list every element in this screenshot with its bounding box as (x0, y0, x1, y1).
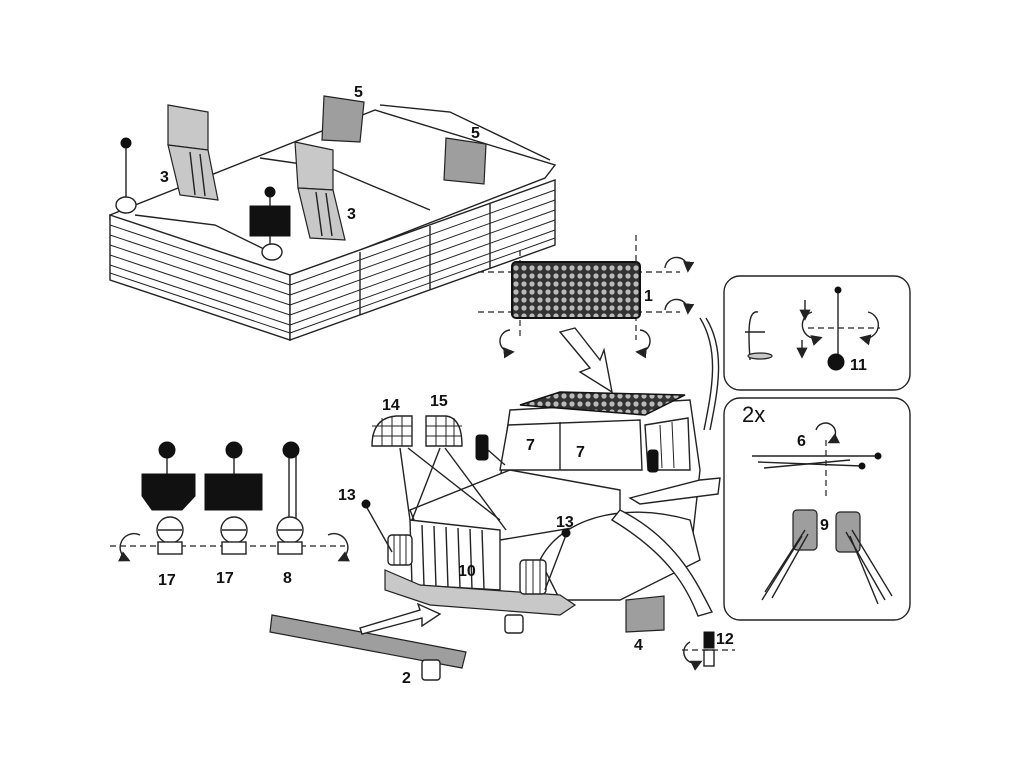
label-part-8: 8 (283, 570, 292, 587)
truck-cab (361, 391, 701, 634)
label-part-7-left: 7 (526, 437, 535, 454)
label-part-5-right: 5 (471, 125, 480, 142)
grille-14 (371, 415, 413, 447)
label-part-9: 9 (820, 517, 829, 534)
label-part-11: 11 (850, 357, 867, 374)
label-part-12: 12 (716, 631, 734, 648)
assembly-arrow-icon (628, 477, 721, 505)
label-part-17-left: 17 (158, 572, 176, 589)
label-part-7-right: 7 (576, 444, 585, 461)
label-part-10: 10 (458, 563, 476, 580)
bed-lamp-center (249, 186, 291, 261)
seat-back-5-left (321, 95, 365, 143)
quantity-label: 2x (742, 402, 765, 427)
bed-lamp-left (115, 137, 137, 214)
panel-part-11 (723, 275, 911, 391)
label-part-13-right: 13 (556, 514, 574, 531)
lamp-group (110, 441, 350, 562)
grille-15 (425, 415, 463, 447)
part-12 (682, 631, 735, 671)
label-part-2: 2 (402, 670, 411, 687)
assembly-arrow-icon (610, 509, 714, 617)
label-part-1: 1 (644, 288, 653, 305)
label-part-13-left: 13 (338, 487, 356, 504)
label-part-17-right: 17 (216, 570, 234, 587)
bumper-bar-2 (269, 602, 467, 681)
part-labels: 1 2 3 3 4 5 5 6 7 7 8 9 10 11 12 13 13 1… (158, 84, 867, 687)
label-part-3-left: 3 (160, 169, 169, 186)
label-part-4: 4 (634, 637, 643, 654)
seat-back-5-right (443, 137, 487, 185)
label-part-6: 6 (797, 433, 806, 450)
panel-parts-6-9 (723, 397, 911, 621)
seat-3-left (167, 104, 219, 201)
label-part-15: 15 (430, 393, 448, 410)
label-part-14: 14 (382, 397, 400, 414)
label-part-3-right: 3 (347, 206, 356, 223)
roof-rack-1 (478, 235, 695, 394)
seat-3-right (294, 141, 346, 241)
label-part-5-left: 5 (354, 84, 363, 101)
